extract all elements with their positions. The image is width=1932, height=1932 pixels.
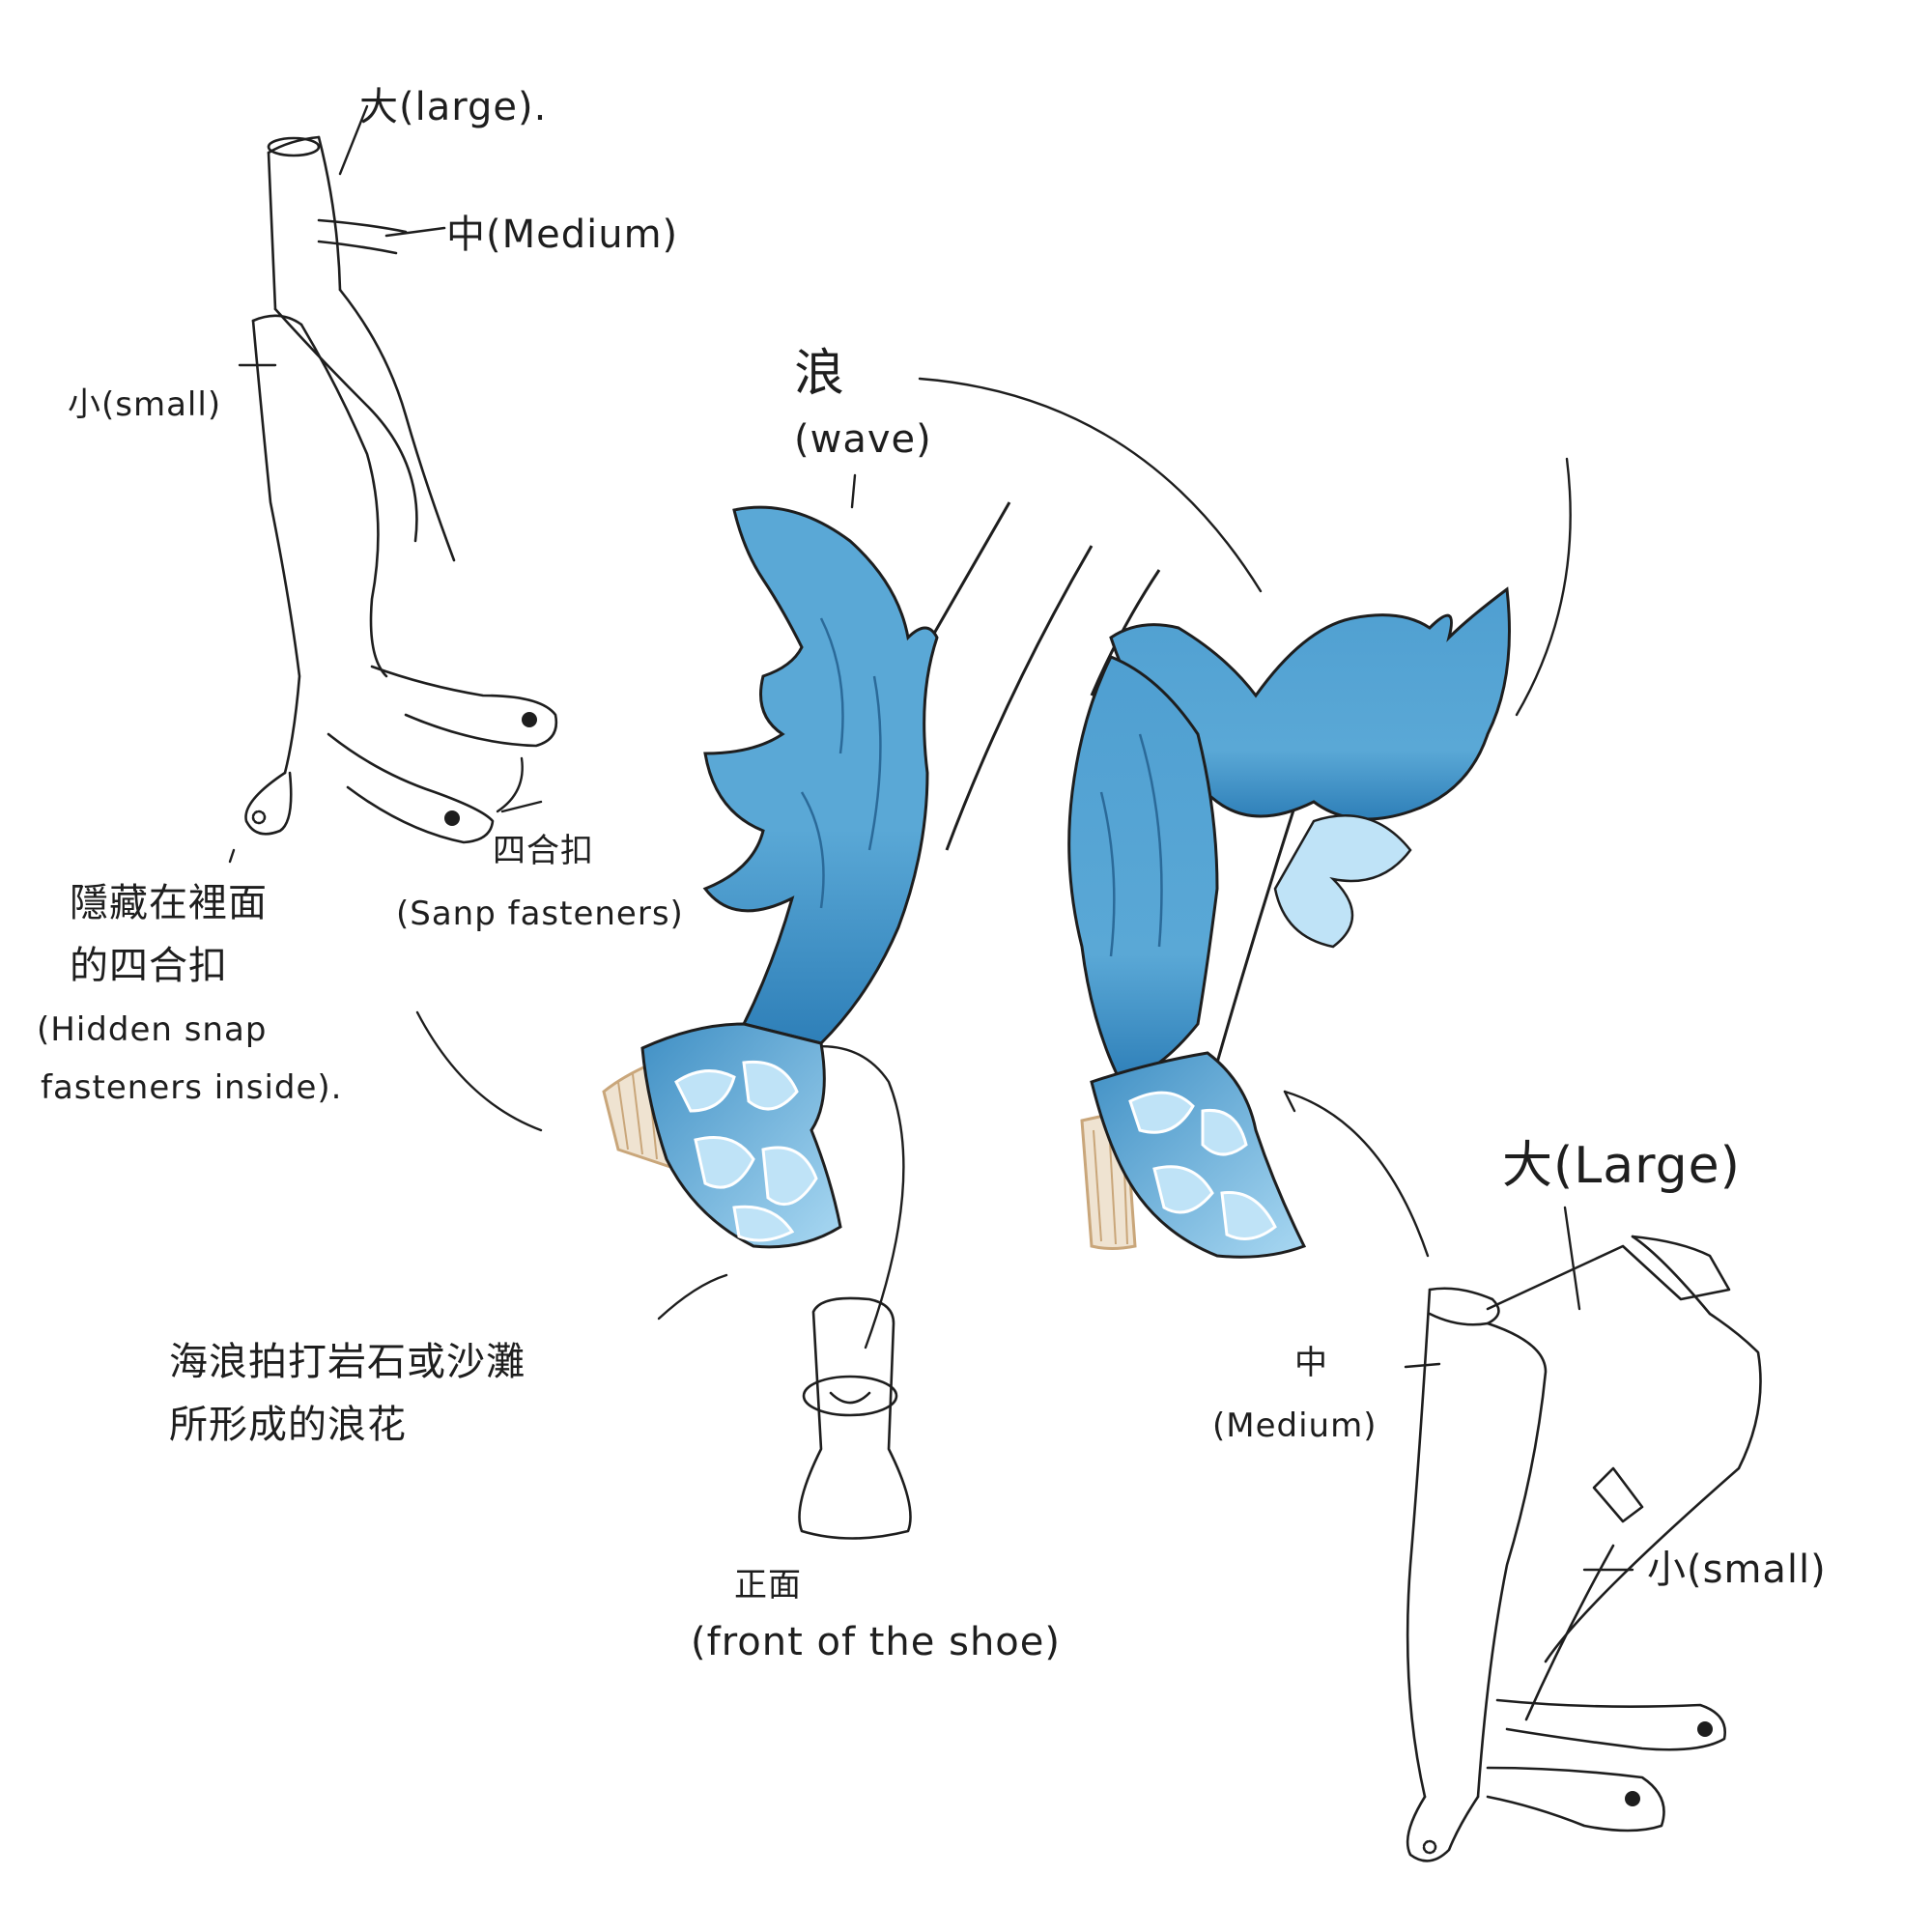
spray-caption-line2: 所形成的浪花: [169, 1403, 407, 1447]
left-shoe-rock-pattern: [674, 1060, 818, 1242]
snap-dot-right-upper: [1697, 1721, 1713, 1737]
right-leader-lines: [1404, 1206, 1634, 1572]
wave-label-zh: 浪: [794, 345, 846, 403]
right-wave-boot: [1067, 569, 1511, 1259]
right-shoe-rock-pattern: [1128, 1091, 1277, 1240]
snap-fasteners-en: (Sanp fasteners): [396, 895, 684, 933]
left-large-label: 大(large).: [359, 85, 548, 129]
snap-dot-upper: [522, 712, 537, 727]
front-view-zh: 正面: [734, 1566, 802, 1605]
right-small-label: 小(small): [1647, 1548, 1827, 1592]
snap-dot-right-lower: [1625, 1791, 1640, 1806]
left-wave-boot: [602, 501, 1094, 1249]
hidden-snap-en-line2: fasteners inside).: [41, 1068, 343, 1107]
hidden-snap-zh-line1: 隱藏在裡面: [70, 881, 268, 925]
left-boot-sketch: [244, 135, 558, 844]
snap-fasteners-zh: 四合扣: [493, 832, 594, 870]
front-view-en: (front of the shoe): [691, 1620, 1061, 1664]
hidden-snap-zh-line2: 的四合扣: [70, 944, 228, 988]
left-medium-label: 中(Medium): [446, 213, 679, 257]
left-leader-lines: [228, 104, 543, 864]
right-medium-en: (Medium): [1212, 1406, 1378, 1445]
spray-caption-line1: 海浪拍打岩石或沙灘: [169, 1340, 526, 1384]
connector-arcs: [415, 377, 1572, 1350]
snap-dot-lower: [444, 810, 460, 826]
right-boot-sketch: [1406, 1235, 1762, 1862]
front-view-sketch: [798, 1296, 912, 1540]
right-large-label: 大(Large): [1502, 1137, 1741, 1195]
wave-label-en: (wave): [794, 417, 932, 462]
right-medium-zh: 中: [1294, 1344, 1328, 1382]
left-small-label: 小(small): [68, 385, 222, 424]
hidden-snap-en-line1: (Hidden snap: [37, 1010, 268, 1049]
